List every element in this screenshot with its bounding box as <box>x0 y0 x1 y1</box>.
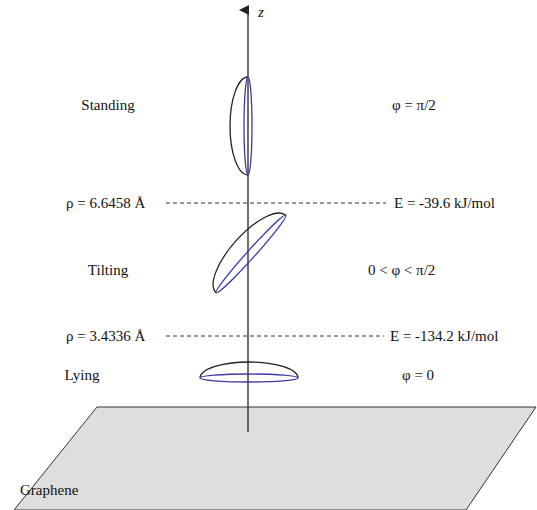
state-label: Standing <box>81 97 134 114</box>
axis-label: z <box>258 4 264 21</box>
angle-label: φ = 0 <box>402 367 434 384</box>
distance-label: ρ = 6.6458 Å <box>64 195 147 212</box>
surface-label: Graphene <box>20 482 78 499</box>
graphene-sheet <box>14 407 536 510</box>
angle-label: 0 < φ < π/2 <box>368 262 435 279</box>
angle-label: φ = π/2 <box>392 97 436 114</box>
energy-label: E = -39.6 kJ/mol <box>392 195 497 212</box>
tilting-molecule <box>201 202 288 295</box>
level-line <box>166 336 384 337</box>
state-label: Tilting <box>88 262 128 279</box>
energy-label: E = -134.2 kJ/mol <box>388 328 500 345</box>
lying-molecule-edge <box>200 374 298 382</box>
standing-molecule-edge <box>244 77 252 175</box>
z-axis <box>247 10 248 432</box>
state-label: Lying <box>64 367 99 384</box>
level-line <box>166 203 386 204</box>
distance-label: ρ = 3.4336 Å <box>64 328 147 345</box>
